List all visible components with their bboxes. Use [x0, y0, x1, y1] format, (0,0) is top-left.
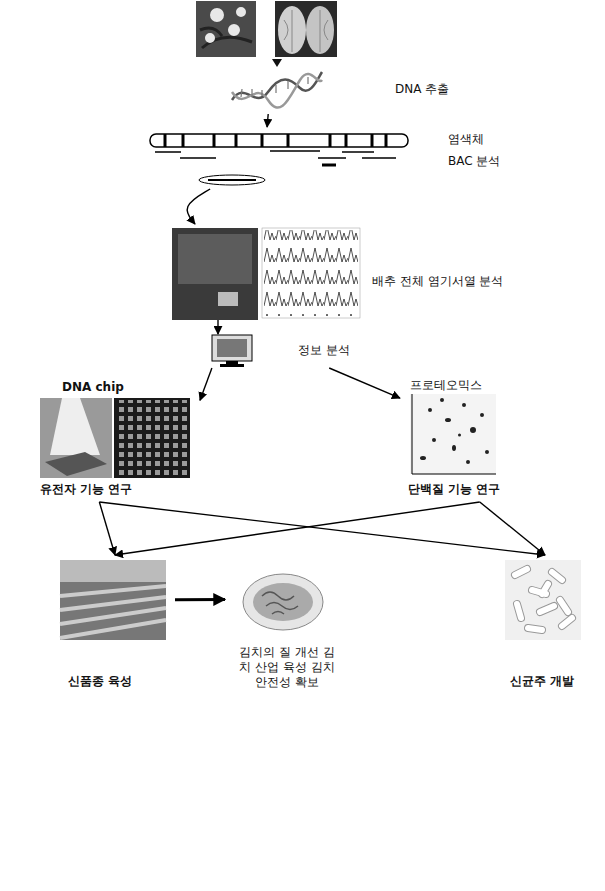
flow-arrow — [267, 114, 268, 127]
flower-blossoms — [205, 7, 246, 43]
bac-clones — [155, 151, 396, 158]
flow-arrow — [187, 189, 210, 224]
sequencer-slot — [218, 292, 238, 306]
sequencer-machine — [172, 228, 258, 320]
dna-strand — [232, 74, 322, 108]
step-label: 유전자 기능 연구 — [40, 482, 132, 497]
step-label: 신균주 개발 — [510, 674, 574, 689]
flow-arrow — [480, 502, 545, 555]
light-beam — [50, 398, 100, 455]
step-label: DNA chip — [62, 380, 124, 395]
field-rows — [60, 586, 166, 638]
flow-arrow — [175, 598, 225, 601]
flow-arrow — [329, 368, 400, 398]
field-photo — [60, 560, 166, 640]
step-label: 염색체 — [448, 132, 484, 147]
chromosome-bands — [165, 134, 386, 147]
process-step: 김치의 질 개선 김치 산업 육성 김치 안전성 확보 — [225, 570, 350, 698]
step-label: BAC 분석 — [448, 154, 500, 169]
flow-arrow — [115, 502, 480, 555]
clone-ellipse — [199, 175, 265, 185]
process-step: 프로테오믹스단백질 기능 연구 — [400, 376, 545, 502]
chromatogram — [262, 228, 360, 318]
process-step: 정보 분석 — [200, 334, 370, 368]
bacteria-photo — [505, 560, 581, 640]
bacteria-rods — [515, 569, 572, 630]
kimchi-plate — [243, 574, 323, 630]
process-step: DNA 추출 — [225, 66, 465, 114]
step-label: 신품종 육성 — [68, 674, 132, 689]
chip-slide — [45, 452, 107, 476]
gel-spots — [420, 398, 489, 464]
sequencer-panel — [178, 234, 252, 284]
computer-screen — [217, 339, 247, 357]
step-label: 배추 전체 염기서열 분석 — [372, 274, 503, 289]
flow-arrow — [99, 502, 545, 555]
chromosome-outline — [150, 134, 408, 147]
step-label: 김치의 질 개선 김치 산업 육성 김치 안전성 확보 — [238, 645, 336, 690]
process-step: 염색체 BAC 분석 — [145, 127, 515, 189]
connectors — [99, 114, 545, 600]
process-step: 배추 전체 염기서열 분석 — [165, 224, 565, 320]
dna-strand — [232, 72, 322, 100]
kimchi-texture — [262, 592, 298, 614]
field-sky — [60, 560, 166, 582]
bac-clone-selected — [322, 164, 336, 167]
chip-array-photo — [114, 398, 190, 478]
dna-rungs — [241, 77, 308, 97]
step-label: 정보 분석 — [298, 343, 350, 358]
cabbage-leaf-lines — [284, 10, 328, 52]
chromatogram-traces — [264, 230, 358, 316]
chip-array-grid — [116, 400, 188, 476]
process-step: 신균주 개발 — [495, 555, 595, 695]
flow-arrow — [99, 502, 115, 555]
step-label: 단백질 기능 연구 — [408, 482, 500, 497]
process-step: DNA chip 유전자 기능 연구 — [35, 378, 200, 502]
computer-monitor — [212, 335, 252, 361]
gel-image — [410, 394, 496, 474]
step-label: DNA 추출 — [395, 82, 449, 97]
step-label: 프로테오믹스 — [410, 378, 482, 393]
flower-photo — [196, 1, 256, 57]
gel-axes — [412, 394, 496, 474]
chip-photo — [40, 398, 112, 478]
process-step: 신품종 육성 — [50, 555, 175, 695]
clone-insert — [208, 179, 256, 181]
flow-arrow — [200, 368, 212, 400]
kimchi — [253, 583, 313, 621]
bacteria-rods-shadow — [515, 569, 572, 630]
arrow-triangle — [272, 59, 282, 67]
flow-arrow — [217, 320, 218, 334]
cabbage-photo — [275, 1, 337, 57]
computer-base — [220, 361, 244, 367]
